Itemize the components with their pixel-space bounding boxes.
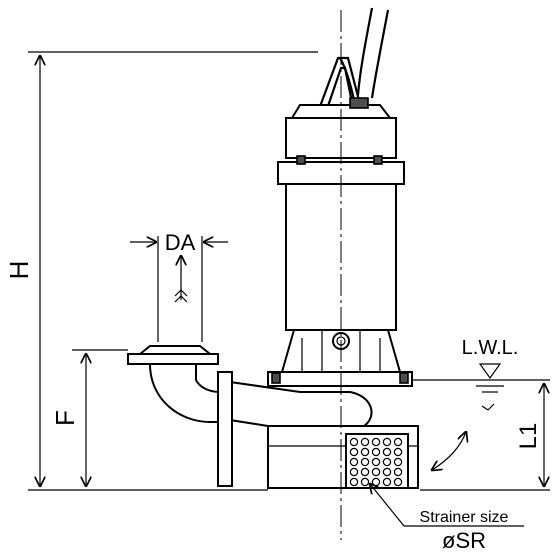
strainer-size-callout: Strainer size øSR xyxy=(370,484,524,553)
flange-height-label: F xyxy=(50,410,80,426)
strainer-hole xyxy=(382,457,392,467)
height-label: H xyxy=(4,261,34,280)
strainer-hole xyxy=(393,477,403,487)
flange-height-dimension: F xyxy=(50,349,128,486)
strainer-hole xyxy=(349,457,359,467)
casing-flange xyxy=(267,371,413,387)
height-dimension: H xyxy=(4,51,318,491)
strainer-hole xyxy=(393,457,403,467)
strainer-size-symbol: øSR xyxy=(442,528,486,553)
strainer-base xyxy=(267,425,419,489)
strainer-hole xyxy=(349,437,359,447)
strainer-hole xyxy=(382,447,392,457)
strainer-hole xyxy=(360,457,370,467)
strainer-hole xyxy=(371,447,381,457)
power-cable xyxy=(356,7,390,99)
strainer-hole xyxy=(360,447,370,457)
strainer-hole xyxy=(349,447,359,457)
volute-casing xyxy=(229,380,373,427)
strainer-size-label: Strainer size xyxy=(420,509,509,526)
strainer-hole xyxy=(371,467,381,477)
strainer-hole xyxy=(382,437,392,447)
discharge-diameter-dimension: DA xyxy=(130,230,228,342)
low-water-level-label: L.W.L. xyxy=(462,337,519,359)
strainer-hole xyxy=(349,477,359,487)
discharge-elbow xyxy=(127,345,233,487)
rotation-arrow-icon xyxy=(432,403,495,470)
strainer-hole xyxy=(393,447,403,457)
discharge-diameter-label: DA xyxy=(165,230,196,255)
strainer-hole xyxy=(371,437,381,447)
submergence-label: L1 xyxy=(515,423,542,450)
submergence-dimension: L1 xyxy=(420,379,550,491)
strainer-hole xyxy=(393,467,403,477)
strainer-hole xyxy=(360,477,370,487)
strainer-hole xyxy=(360,437,370,447)
strainer-hole xyxy=(382,467,392,477)
strainer-hole xyxy=(382,477,392,487)
strainer-hole xyxy=(371,457,381,467)
strainer-hole xyxy=(360,467,370,477)
strainer-hole xyxy=(371,477,381,487)
strainer-hole xyxy=(393,437,403,447)
low-water-level-marker: L.W.L. xyxy=(412,337,519,393)
strainer-hole xyxy=(349,467,359,477)
